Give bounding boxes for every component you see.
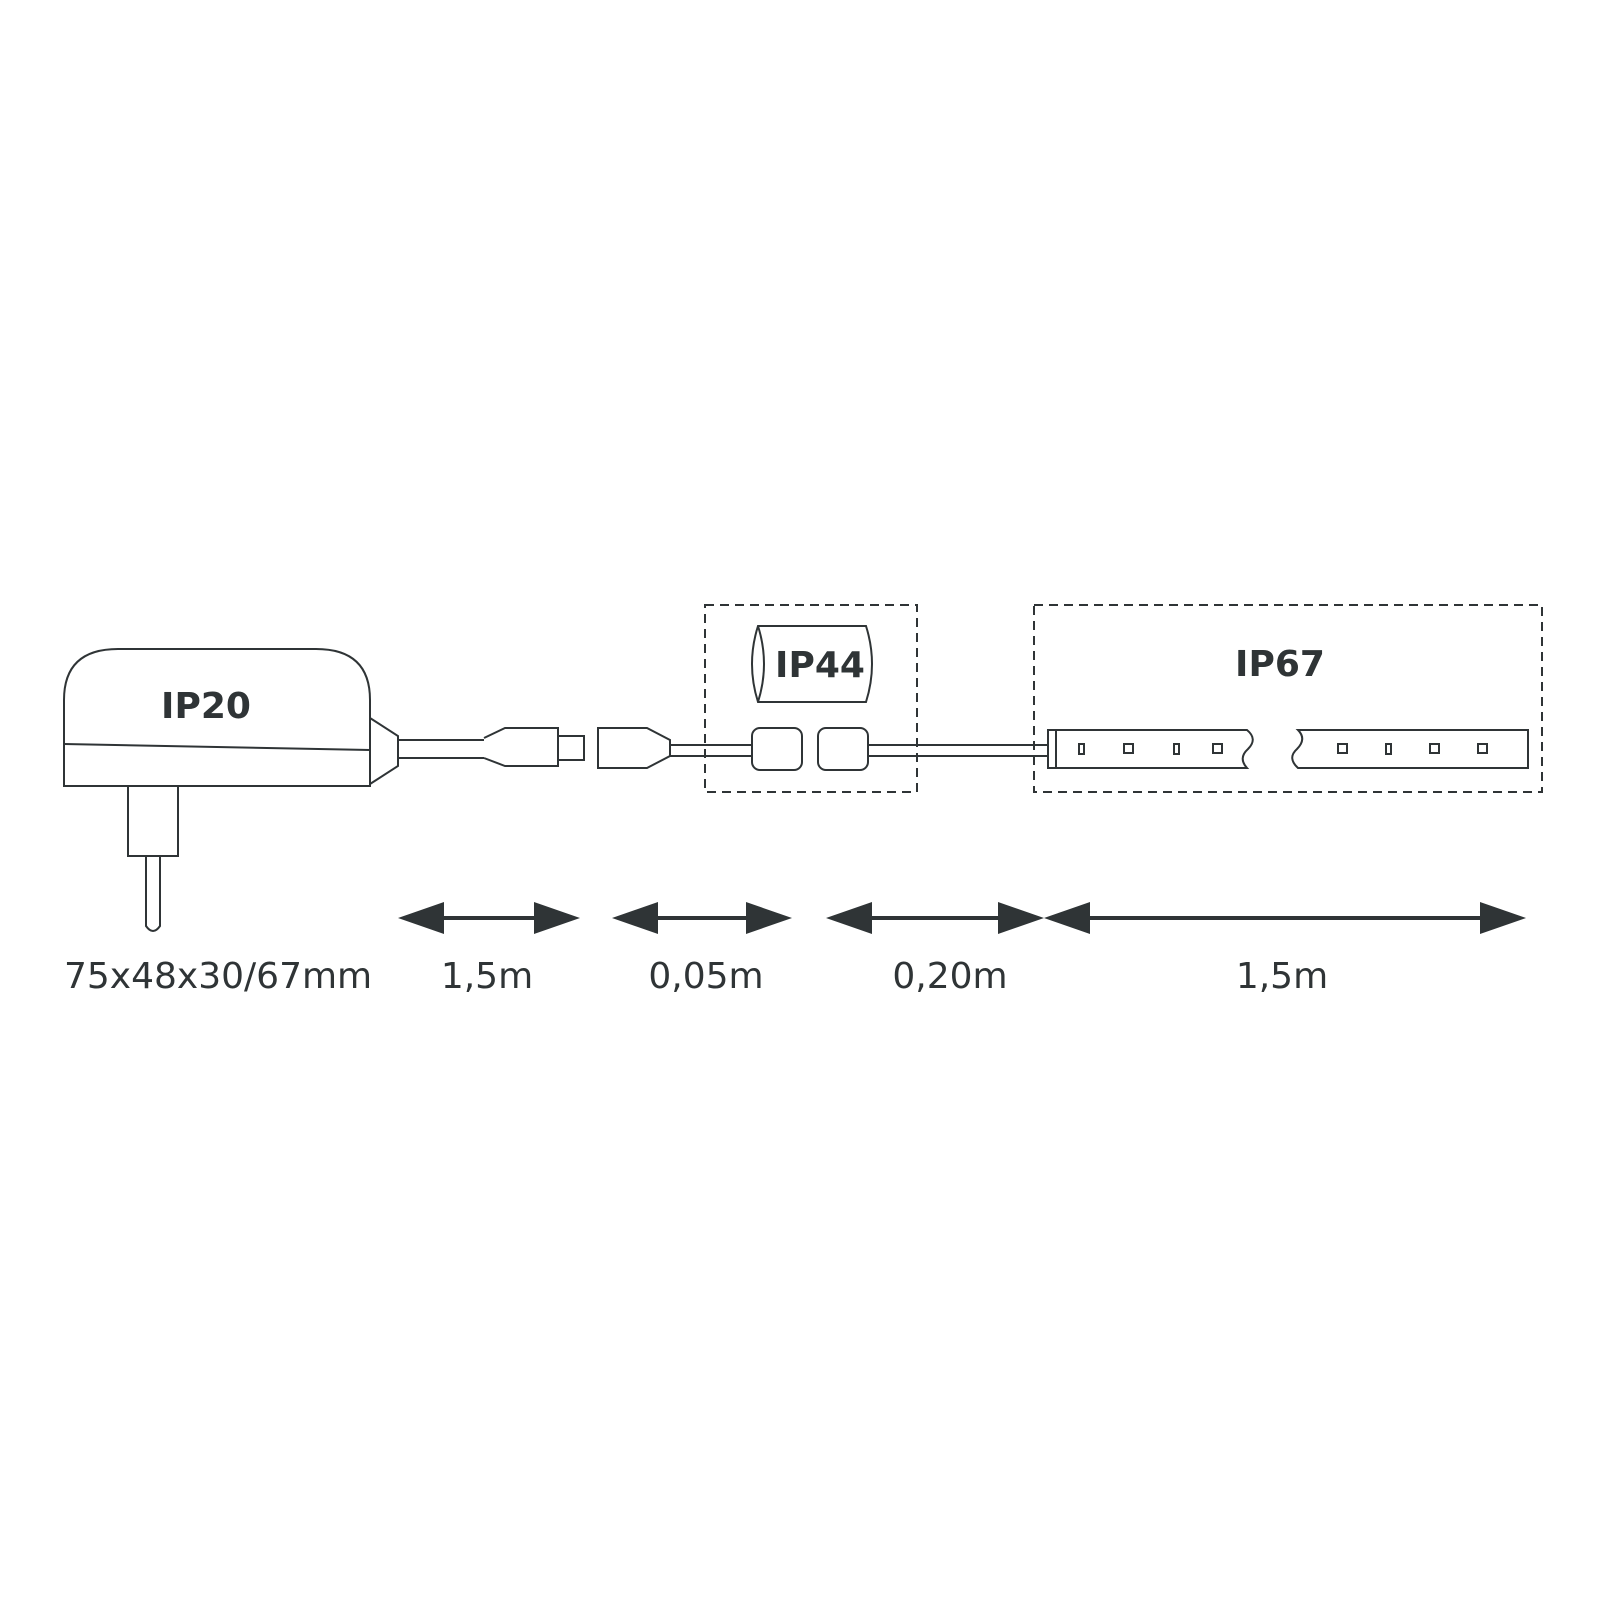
connector-zone: IP44 bbox=[704, 604, 1048, 793]
connector-zone-border bbox=[704, 604, 918, 793]
arrow-right-head bbox=[1480, 902, 1526, 934]
heat-shrink-sleeve-end bbox=[757, 625, 765, 703]
barrel-plug-male bbox=[483, 727, 559, 767]
led-chip bbox=[1337, 743, 1348, 754]
connector-rating-label: IP44 bbox=[775, 645, 865, 686]
power-supply-rating-label: IP20 bbox=[161, 686, 251, 727]
power-supply-housing bbox=[63, 648, 371, 787]
arrow-left-head bbox=[398, 902, 444, 934]
barrel-plug-tip bbox=[557, 735, 585, 761]
dimension-arrow bbox=[612, 902, 792, 934]
dimension-label: 0,05m bbox=[648, 956, 763, 997]
led-chip bbox=[1212, 743, 1223, 754]
arrow-left-head bbox=[826, 902, 872, 934]
connector-right bbox=[817, 727, 869, 771]
dimension-label: 0,20m bbox=[892, 956, 1007, 997]
led-strip-segment-right bbox=[1291, 729, 1529, 769]
dimension-label: 1,5m bbox=[1236, 956, 1328, 997]
dimension-arrow bbox=[826, 902, 1044, 934]
power-supply-seam bbox=[63, 743, 371, 751]
led-strip-segment-left bbox=[1055, 729, 1254, 769]
led-strip-zone: IP67 bbox=[1033, 604, 1543, 793]
led-chip bbox=[1385, 743, 1392, 755]
strip-rating-label: IP67 bbox=[1235, 644, 1325, 685]
plug-base bbox=[127, 785, 179, 857]
arrow-right-head bbox=[534, 902, 580, 934]
led-chip bbox=[1173, 743, 1180, 755]
connector-left bbox=[751, 727, 803, 771]
dimension-arrow bbox=[1044, 902, 1526, 934]
power-cable bbox=[398, 727, 752, 769]
led-chip bbox=[1429, 743, 1440, 754]
led-chip bbox=[1078, 743, 1085, 755]
arrow-right-head bbox=[746, 902, 792, 934]
led-chip bbox=[1477, 743, 1488, 754]
power-supply-dimensions-label: 75x48x30/67mm bbox=[64, 956, 372, 997]
power-supply-cable-boot bbox=[369, 717, 399, 785]
arrow-right-head bbox=[998, 902, 1044, 934]
dimension-arrow bbox=[398, 902, 580, 934]
plug-pin bbox=[145, 856, 161, 932]
dimension-label: 1,5m bbox=[441, 956, 533, 997]
led-strip-zone-border bbox=[1033, 604, 1543, 793]
arrow-left-head bbox=[612, 902, 658, 934]
arrow-left-head bbox=[1044, 902, 1090, 934]
strip-end-cap bbox=[1047, 729, 1057, 769]
led-chip bbox=[1123, 743, 1134, 754]
heat-shrink-sleeve-icon bbox=[751, 625, 873, 703]
power-supply: IP20 bbox=[63, 648, 399, 932]
barrel-plug-female bbox=[597, 727, 671, 769]
